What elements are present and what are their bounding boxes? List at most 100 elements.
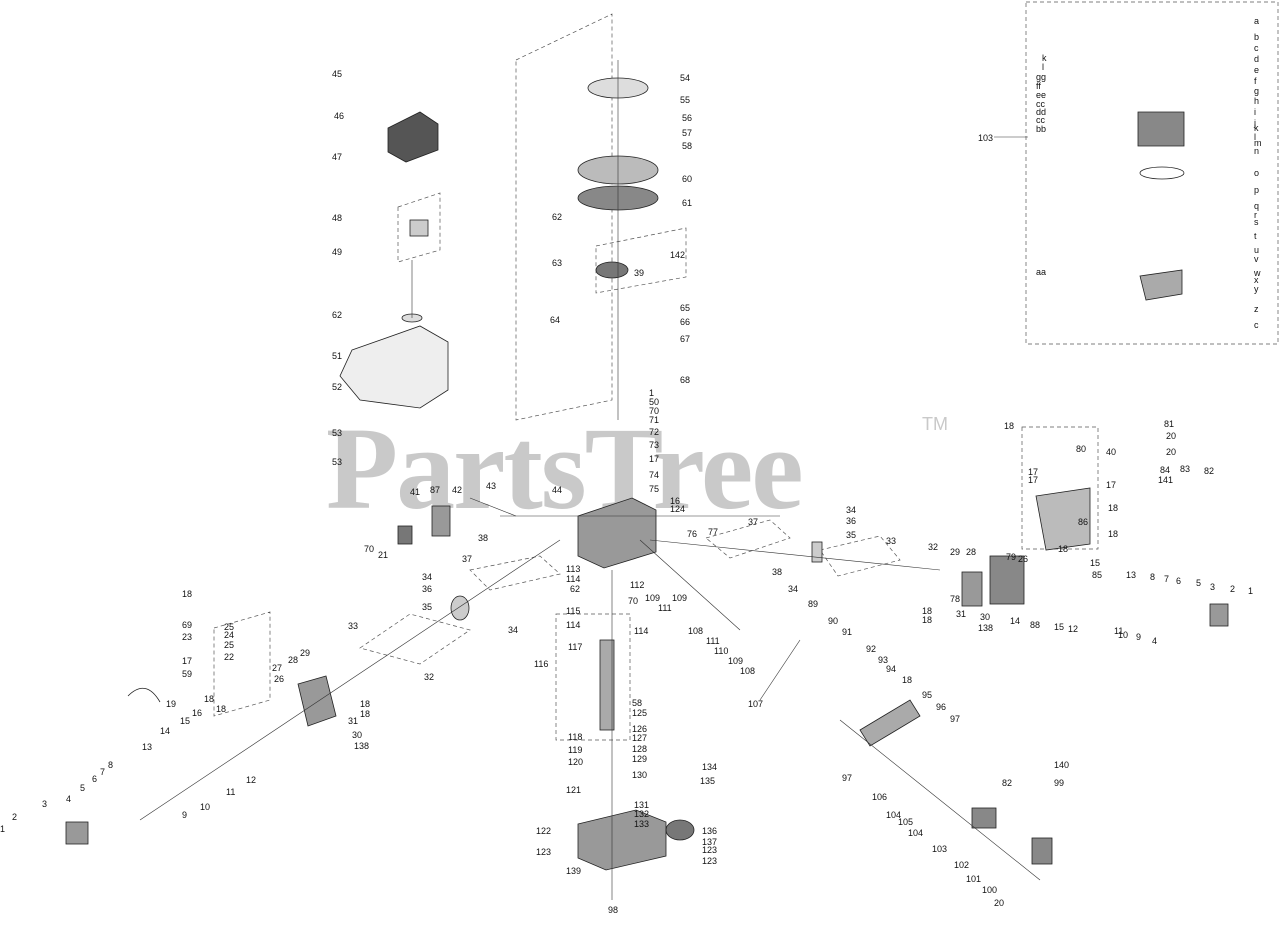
- callout-label: 53: [332, 428, 342, 438]
- valve-cover-2-right: [1209, 603, 1229, 627]
- callout-label: 57: [682, 128, 692, 138]
- callout-label: c: [1254, 320, 1259, 330]
- callout-label: 95: [922, 690, 932, 700]
- stator-group-box: [595, 227, 687, 294]
- callout-label: 32: [928, 542, 938, 552]
- callout-label: 4: [66, 794, 71, 804]
- callout-label: k: [1042, 53, 1047, 63]
- callout-label: 45: [332, 69, 342, 79]
- callout-label: 36: [846, 516, 856, 526]
- carburetor-103: [971, 807, 997, 829]
- callout-label: 81: [1164, 419, 1174, 429]
- callout-label: 89: [808, 599, 818, 609]
- callout-label: 48: [332, 213, 342, 223]
- callout-label: 9: [182, 810, 187, 820]
- callout-label: 18: [1108, 529, 1118, 539]
- callout-label: 50: [649, 397, 659, 407]
- piston-35: [450, 595, 470, 621]
- callout-label: 69: [182, 620, 192, 630]
- callout-label: 70: [649, 406, 659, 416]
- callout-label: 123: [702, 856, 717, 866]
- callout-label: 141: [1158, 475, 1173, 485]
- callout-label: 18: [1004, 421, 1014, 431]
- callout-label: 110: [714, 646, 728, 656]
- callout-label: 6: [1176, 576, 1181, 586]
- watermark-text: PartsTree: [326, 403, 802, 534]
- callout-label: w: [1253, 268, 1261, 278]
- callout-label: 138: [978, 623, 993, 633]
- callout-label: a: [1254, 16, 1259, 26]
- callout-label: 43: [486, 481, 496, 491]
- callout-label: 1: [649, 388, 654, 398]
- callout-label: 2: [12, 812, 17, 822]
- callout-label: 18: [182, 589, 192, 599]
- valve-cover-2: [65, 821, 89, 845]
- callout-label: 123: [536, 847, 551, 857]
- callout-label: 96: [936, 702, 946, 712]
- callout-label: 17: [1028, 467, 1038, 477]
- callout-label: 42: [452, 485, 462, 495]
- callout-label: 25: [224, 622, 234, 632]
- callout-label: 62: [332, 310, 342, 320]
- callout-label: 73: [649, 440, 659, 450]
- callout-label: 115: [566, 606, 580, 616]
- callout-label: 111: [706, 636, 720, 646]
- rings-group-box-right: [819, 535, 901, 577]
- callout-label: 17: [1028, 475, 1038, 485]
- callout-label: 86: [1078, 517, 1088, 527]
- filter-element-49: [409, 219, 429, 237]
- callout-label: 18: [922, 606, 932, 616]
- callout-label: 82: [1204, 466, 1214, 476]
- callout-label: u: [1254, 245, 1259, 255]
- callout-label: 12: [246, 775, 256, 785]
- callout-label: 18: [360, 709, 370, 719]
- callout-label: m: [1254, 138, 1262, 148]
- callout-label: i: [1254, 107, 1256, 117]
- callout-label: 114: [634, 626, 648, 636]
- callout-label: 88: [1030, 620, 1040, 630]
- callout-label: 133: [634, 819, 649, 829]
- callout-label: 126: [632, 724, 647, 734]
- callout-label: 114: [566, 574, 580, 584]
- callout-label: 7: [100, 767, 105, 777]
- callout-label: 38: [478, 533, 488, 543]
- callout-label: 28: [966, 547, 976, 557]
- callout-label: 136: [702, 826, 717, 836]
- callout-label: 109: [672, 593, 687, 603]
- callout-label: 29: [950, 547, 960, 557]
- callout-label: 74: [649, 470, 659, 480]
- callout-label: 90: [828, 616, 838, 626]
- callout-label: 104: [908, 828, 923, 838]
- callout-label: 117: [568, 642, 582, 652]
- callout-label: 83: [1180, 464, 1190, 474]
- callout-label: 34: [508, 625, 518, 635]
- callout-label: 63: [552, 258, 562, 268]
- intake-manifold-96: [859, 699, 921, 747]
- callout-label: 15: [180, 716, 190, 726]
- part-shapes: [65, 77, 1229, 871]
- lead-107: [759, 639, 801, 701]
- callout-label: 104: [886, 810, 901, 820]
- callout-label: 22: [224, 652, 234, 662]
- callout-label: 97: [842, 773, 852, 783]
- callout-label: 18: [1108, 503, 1118, 513]
- callout-label: 8: [1150, 572, 1155, 582]
- callout-label: bb: [1036, 124, 1046, 134]
- piston-35-right: [811, 541, 823, 563]
- callout-label: h: [1254, 96, 1259, 106]
- callout-label: 31: [348, 716, 358, 726]
- callout-label: 46: [334, 111, 344, 121]
- callout-label: 123: [702, 845, 717, 855]
- callout-label: 20: [994, 898, 1004, 908]
- callout-label: 113: [566, 564, 580, 574]
- callout-label: 19: [166, 699, 176, 709]
- callout-label: 5: [1196, 578, 1201, 588]
- callout-label: 17: [1106, 480, 1116, 490]
- callout-label: 112: [630, 580, 644, 590]
- callout-label: 71: [649, 415, 659, 425]
- callout-label: 98: [608, 905, 618, 915]
- callout-label: 105: [898, 817, 913, 827]
- callout-label: g: [1254, 86, 1259, 96]
- callout-label: 64: [550, 315, 560, 325]
